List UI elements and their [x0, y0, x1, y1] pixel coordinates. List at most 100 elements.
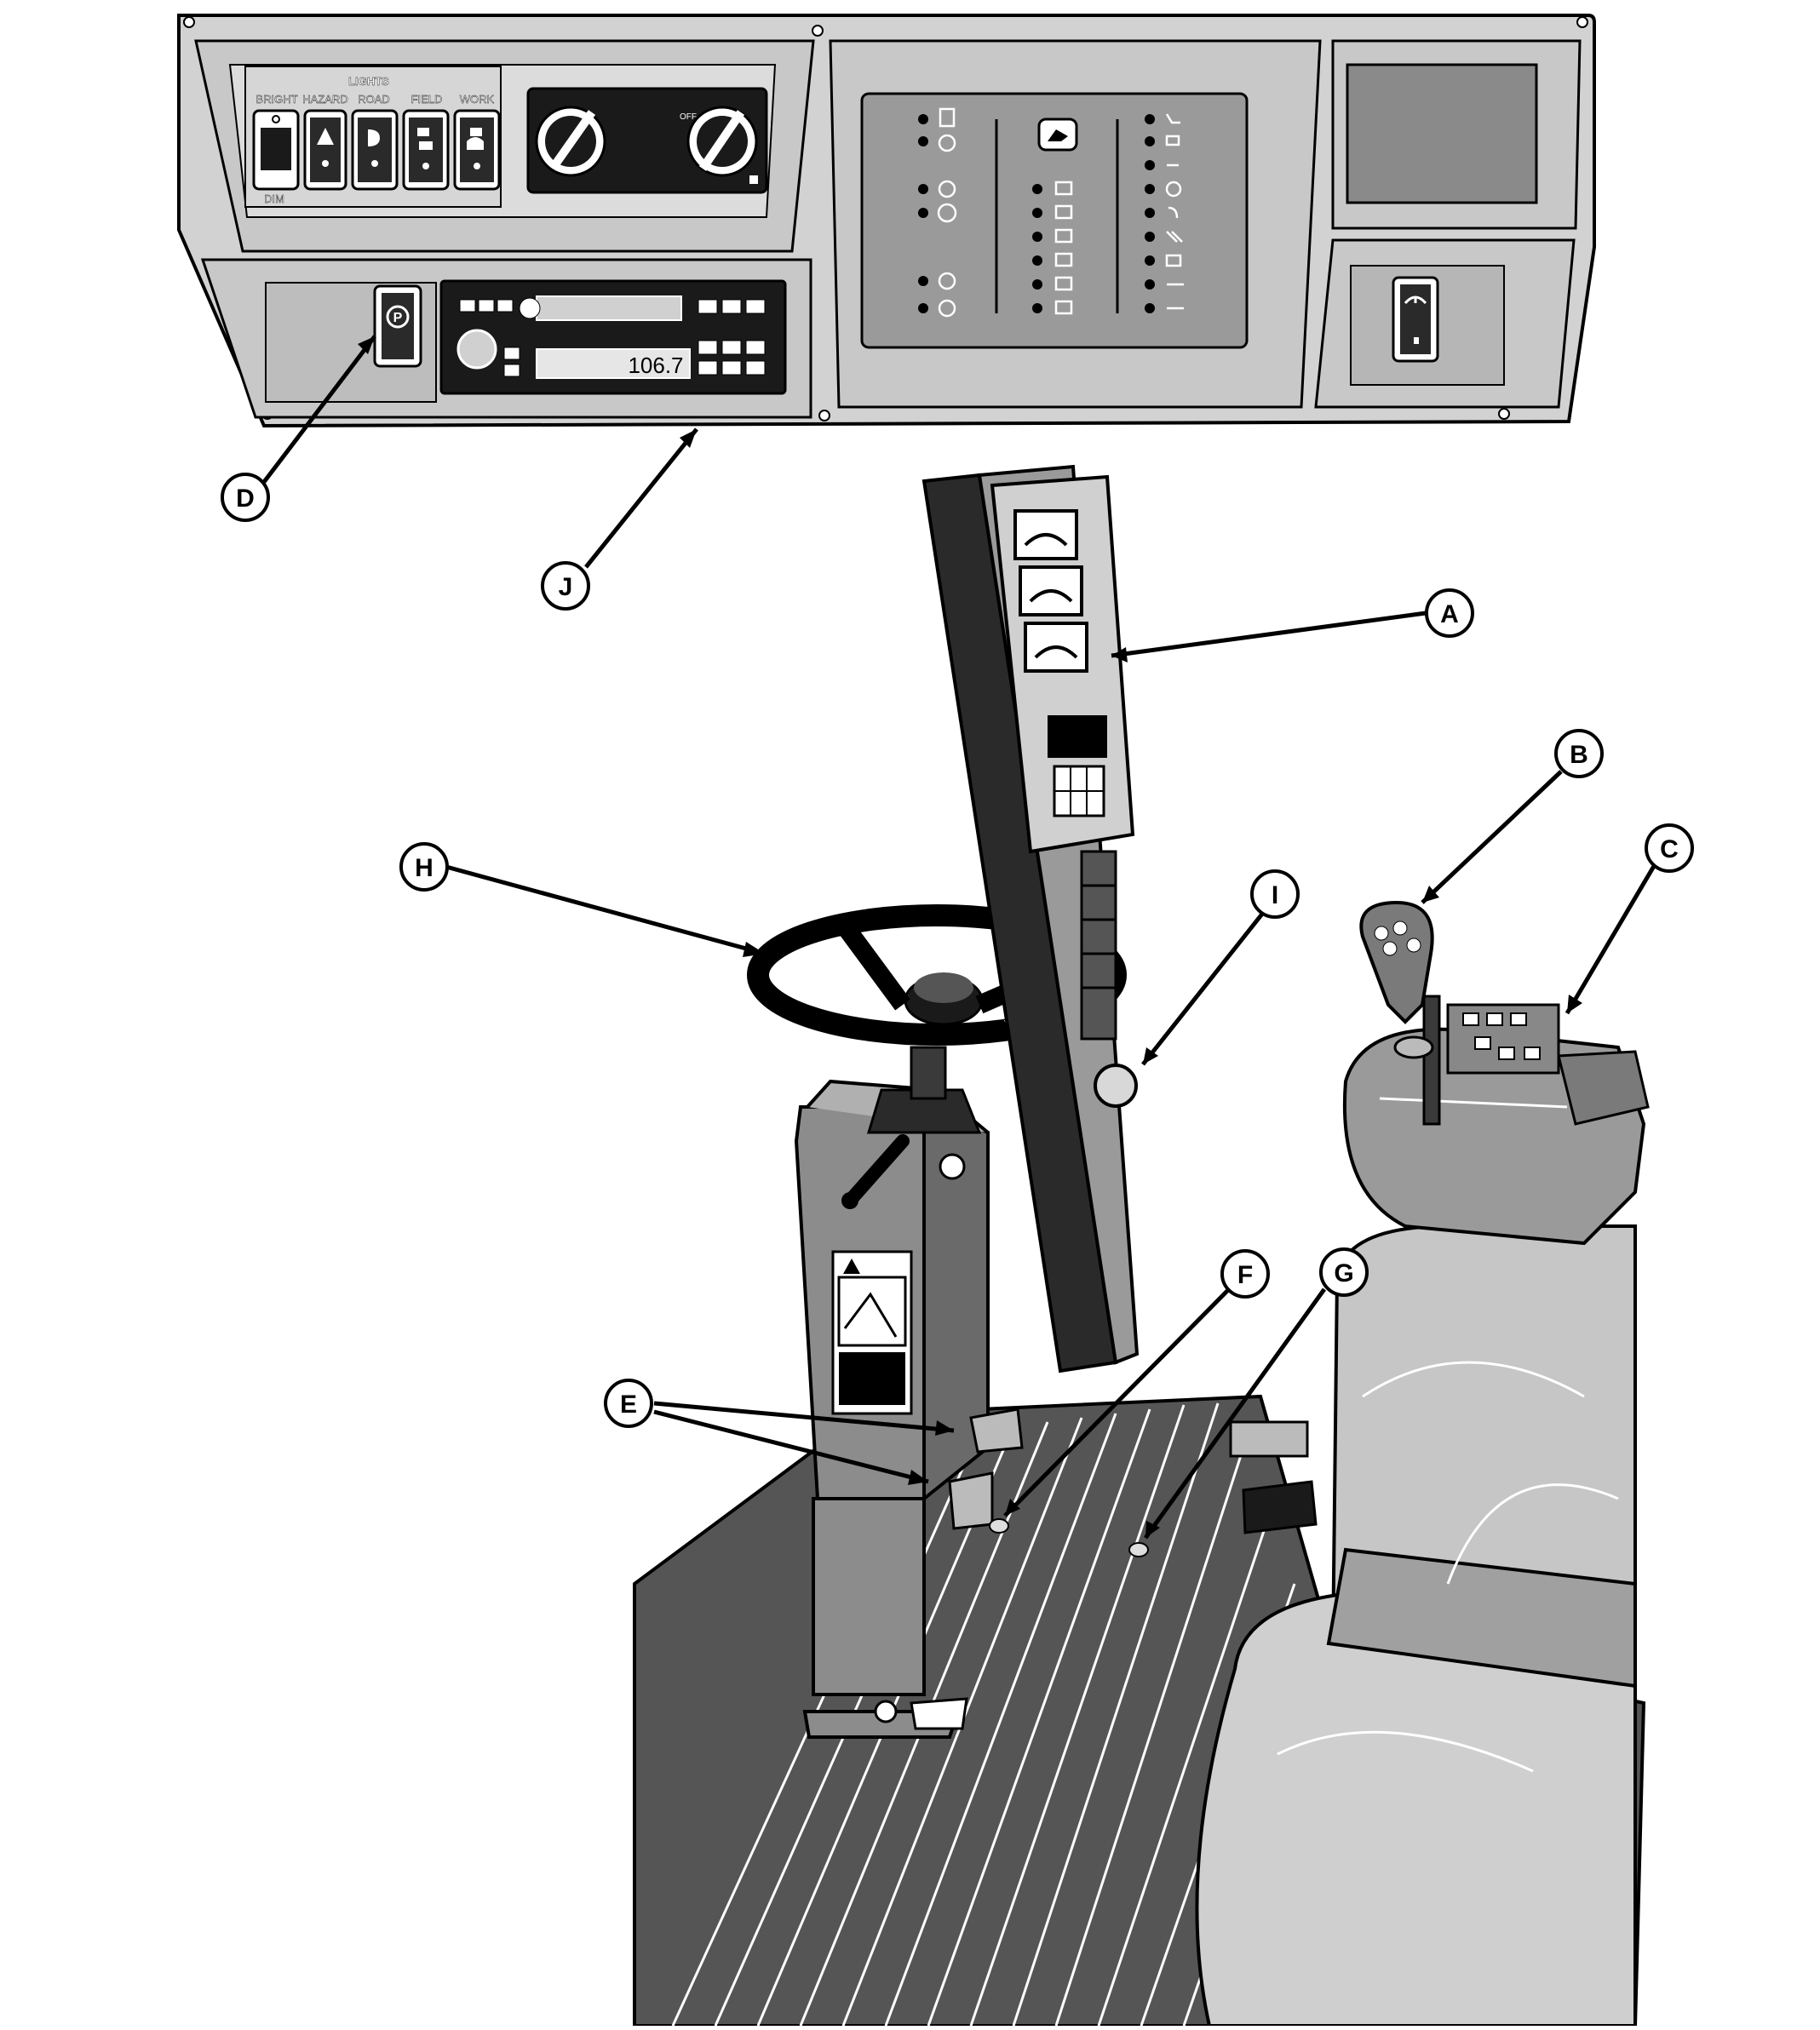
screw [818, 410, 830, 421]
wiper-control-buttons [1013, 509, 1088, 673]
radio-unit: 106.7 [439, 279, 787, 395]
horn-icon [1168, 206, 1179, 219]
road-lights-switch[interactable] [351, 109, 399, 191]
gauge-icon [1054, 181, 1073, 196]
hydro-handle-lever[interactable] [1359, 900, 1441, 1126]
transmission-icon [938, 299, 956, 318]
callout-i: I [1250, 869, 1300, 919]
callout-arrowheads [358, 336, 1582, 1538]
screw [812, 25, 824, 37]
svg-text:F: F [1237, 1261, 1253, 1289]
floor-heater-vent [1229, 1420, 1309, 1458]
keypad-display [1048, 715, 1107, 817]
park-brake-switch[interactable]: P [373, 284, 422, 368]
battery-icon [1165, 254, 1182, 267]
radio-button[interactable] [459, 299, 476, 313]
right-console [1342, 900, 1650, 1246]
gear-icon [937, 203, 957, 223]
field-light-icon [417, 128, 433, 150]
callout-e: E [604, 1379, 653, 1428]
console-switch[interactable] [1462, 1012, 1479, 1026]
radio-preset-button[interactable] [745, 360, 766, 376]
operator-seat [1195, 1224, 1637, 2027]
console-switch[interactable] [1524, 1047, 1541, 1060]
gauge-icon [1054, 228, 1073, 244]
svg-text:B: B [1570, 741, 1588, 769]
radio-preset-button[interactable] [698, 360, 718, 376]
radio-button[interactable] [503, 347, 520, 360]
right-floor-button[interactable] [1128, 1542, 1149, 1557]
dim-label: DIM [264, 192, 284, 205]
rotary-indicator [749, 175, 758, 184]
park-icon [1165, 181, 1182, 198]
radio-eject-button[interactable] [519, 297, 541, 319]
alert-icon [938, 180, 956, 198]
hazard-switch[interactable] [303, 109, 347, 191]
wiper-icon [1404, 295, 1427, 305]
svg-text:H: H [415, 854, 433, 882]
radio-button[interactable] [497, 299, 514, 313]
steering-column-base [812, 1497, 926, 1696]
console-switch[interactable] [1474, 1036, 1491, 1050]
switch-label-road: ROAD [358, 93, 390, 106]
switch-label-hazard: HAZARD [302, 93, 347, 106]
cab-pillar [921, 464, 1140, 1373]
tilt-lever[interactable] [841, 1134, 910, 1209]
screw [1498, 408, 1510, 420]
radio-volume-knob[interactable] [456, 329, 497, 370]
gauge-icon [1054, 300, 1073, 315]
brake-pedals[interactable] [948, 1408, 1024, 1530]
coolant-icon [1165, 135, 1180, 146]
work-lights-switch[interactable] [453, 109, 501, 191]
screw [183, 16, 195, 28]
radio-preset-button[interactable] [721, 360, 742, 376]
column-knob[interactable] [939, 1153, 966, 1180]
wiper-switch[interactable] [1392, 276, 1439, 363]
gauge-icon [1054, 204, 1073, 220]
console-switch[interactable] [1510, 1012, 1527, 1026]
radio-button[interactable] [698, 299, 718, 314]
console-switch[interactable] [1486, 1012, 1503, 1026]
callout-leaders [262, 335, 1659, 1540]
radio-button[interactable] [478, 299, 495, 313]
inching-pedal[interactable] [910, 1697, 968, 1730]
callout-a: A [1425, 588, 1474, 638]
indicator-lamps [918, 114, 1155, 313]
heater-icon [1166, 231, 1183, 243]
dashboard: LIGHTS BRIGHT HAZARD ROAD FIELD WORK DIM [177, 14, 1596, 428]
console-switch[interactable] [1498, 1047, 1515, 1060]
svg-text:J: J [559, 573, 573, 601]
callout-f: F [1220, 1249, 1270, 1299]
svg-text:C: C [1660, 835, 1679, 863]
svg-text:G: G [1334, 1259, 1353, 1287]
display-screen [1346, 63, 1538, 204]
rotary-control-panel: OFF [526, 87, 768, 194]
headlight-icon [368, 129, 380, 146]
radio-button[interactable] [721, 299, 742, 314]
floor-pedal[interactable] [1242, 1480, 1318, 1534]
radio-button[interactable] [503, 364, 520, 377]
park-symbol: P [393, 311, 403, 325]
radio-preset-button[interactable] [698, 340, 718, 355]
callout-h: H [399, 842, 449, 892]
bright-dim-switch[interactable] [252, 109, 300, 191]
gauge-icon [1054, 252, 1073, 267]
svg-text:E: E [620, 1391, 637, 1419]
engine-icon [938, 134, 956, 152]
left-floor-button[interactable] [989, 1518, 1009, 1534]
callout-c: C [1645, 823, 1694, 873]
svg-text:I: I [1272, 881, 1278, 909]
switch-label-work: WORK [460, 93, 495, 106]
switch-label-bright: BRIGHT [255, 93, 297, 106]
oil-icon [1165, 113, 1180, 124]
radio-button[interactable] [745, 299, 766, 314]
field-lights-switch[interactable] [402, 109, 450, 191]
radio-preset-button[interactable] [745, 340, 766, 355]
screw [1576, 16, 1588, 28]
work-light-icon [467, 128, 484, 150]
radio-preset-button[interactable] [721, 340, 742, 355]
throttle-knob[interactable] [1094, 1064, 1138, 1108]
side-wiper-button[interactable] [1024, 622, 1088, 673]
callout-d: D [221, 473, 270, 522]
